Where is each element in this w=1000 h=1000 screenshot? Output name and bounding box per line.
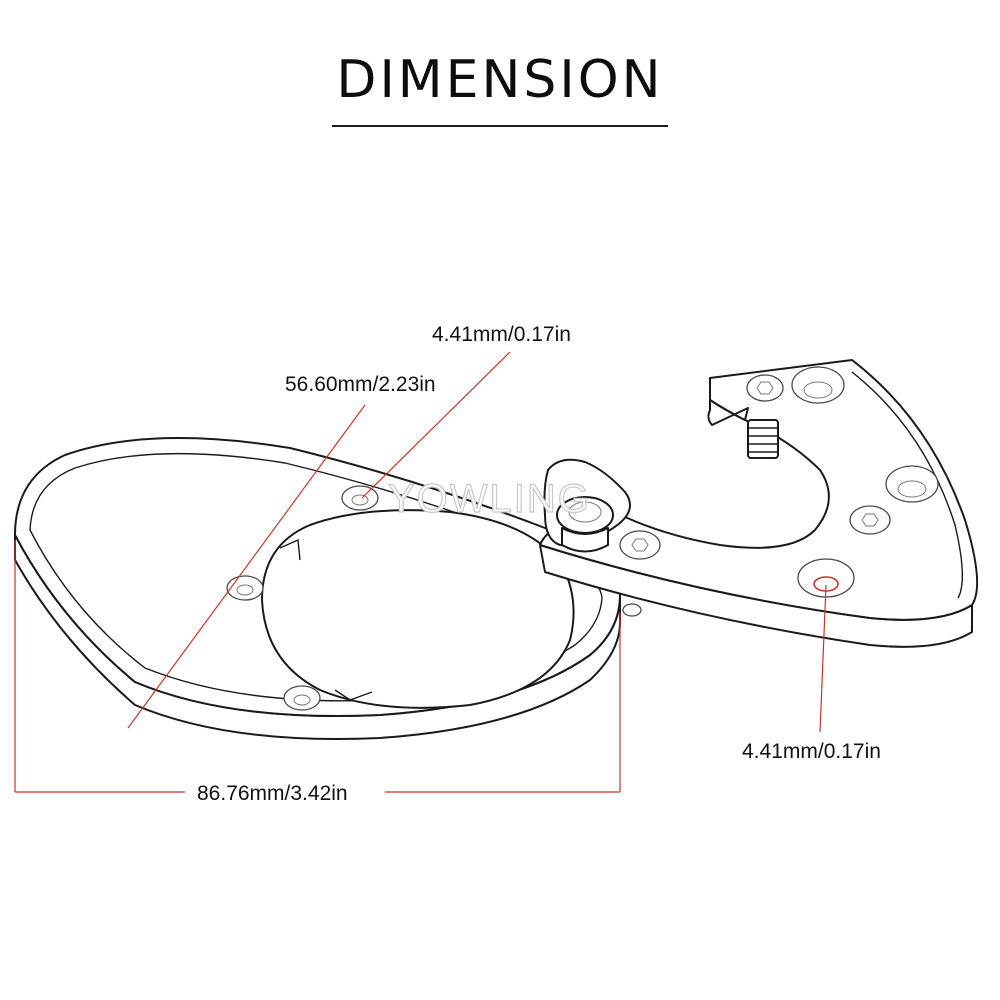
pivot-bolt [556,496,614,553]
dim-label-top-hole: 4.41mm/0.17in [432,323,571,346]
hook-bracket-edge [851,371,964,599]
page-title: DIMENSION [336,50,664,110]
title-underline [332,125,668,127]
countersunk-hole-bottom [797,558,855,598]
dim-leader-top-hole [361,351,511,499]
dim-leader-right-hole [819,584,827,733]
dim-label-width: 86.76mm/3.42in [197,782,348,805]
watermark: YOWLING [388,477,591,521]
dim-leader-diameter [127,404,366,729]
base-hole-top [341,485,379,511]
countersunk-hole-top [791,366,845,404]
hook-bracket-lip [707,377,749,426]
base-bolt-right [622,603,642,617]
countersunk-hole-right [885,465,939,503]
stud-screw [747,419,779,459]
dim-label-right-hole: 4.41mm/0.17in [742,740,881,763]
opening-notch-top [279,538,301,561]
hook-bracket [539,359,979,648]
opening-notch-bottom [334,689,373,701]
hex-bolt-top [746,374,784,402]
hex-bolt-mid [619,530,661,560]
hex-bolt-right [849,505,891,535]
base-hole-bottom [283,685,321,711]
dimension-lines [14,351,827,793]
base-plate-opening [261,509,575,709]
base-plate-bevel [29,452,603,702]
base-plate [14,437,642,741]
dim-label-diameter: 56.60mm/2.23in [285,373,436,396]
base-hole-left [226,575,264,601]
